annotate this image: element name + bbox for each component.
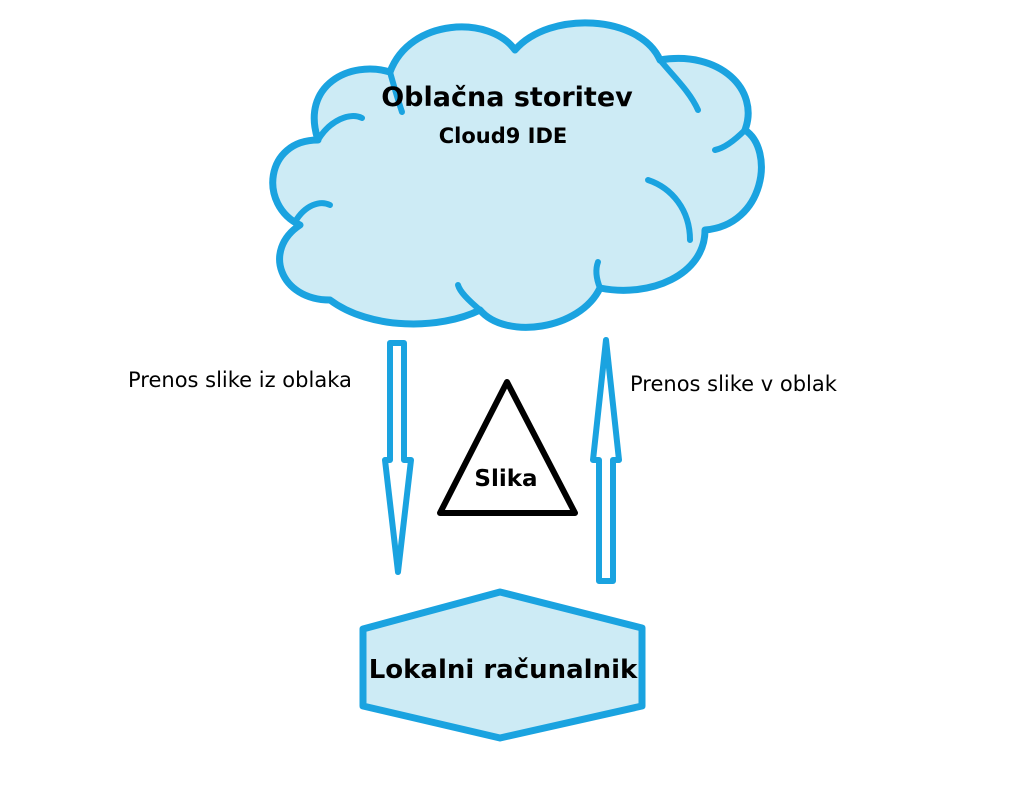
arrow-up-icon (590, 337, 622, 584)
cloud-bump-line (593, 259, 603, 291)
download-label: Prenos slike iz oblaka (128, 368, 352, 392)
cloud-bump-line (387, 69, 405, 115)
cloud-bump-line (712, 127, 748, 153)
arrow-down-icon (382, 340, 414, 575)
triangle-shape (437, 379, 578, 516)
upload-edge: Prenos slike v oblak (590, 337, 838, 584)
image-node: Slika (437, 379, 578, 516)
cloud-bump-line (292, 200, 333, 225)
cloud-bump-line (645, 177, 693, 243)
image-label: Slika (474, 466, 537, 492)
local-node: Lokalni računalnik (359, 588, 646, 742)
download-edge: Prenos slike iz oblaka (128, 340, 414, 575)
cloud-node: Oblačna storitev Cloud9 IDE (269, 19, 765, 331)
cloud-bump-line (315, 113, 365, 143)
hexagon-shape (359, 588, 646, 742)
cloud-subtitle: Cloud9 IDE (439, 124, 568, 148)
cloud-icon (269, 19, 765, 331)
local-label: Lokalni računalnik (369, 655, 638, 685)
cloud-bump-line (455, 282, 483, 313)
cloud-bump-line (657, 57, 701, 113)
upload-label: Prenos slike v oblak (630, 372, 838, 396)
cloud-title: Oblačna storitev (381, 82, 633, 113)
